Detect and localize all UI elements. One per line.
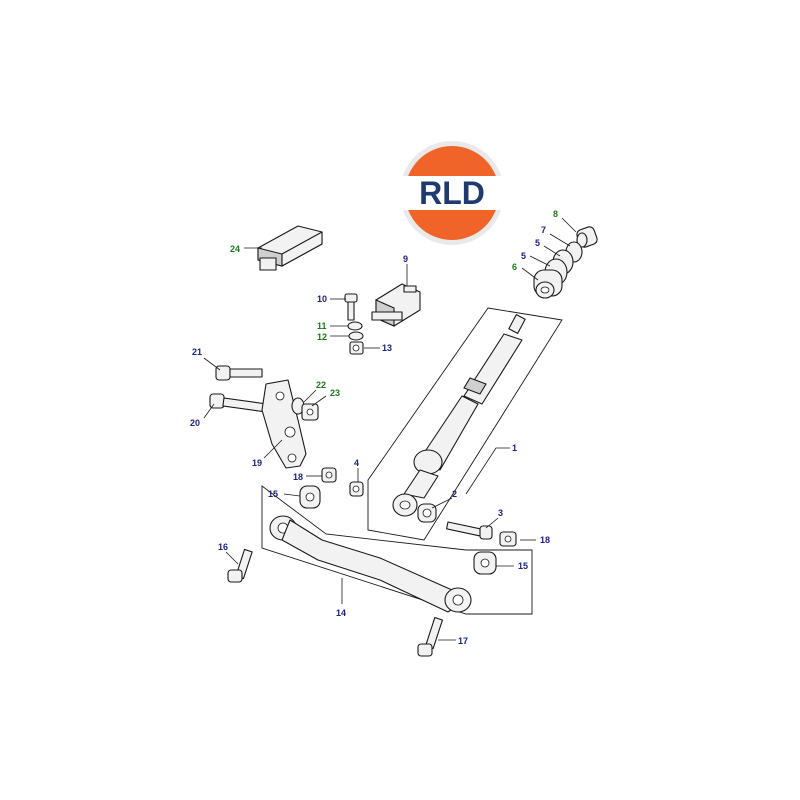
callout-6: 6	[512, 262, 517, 272]
callout-11: 11	[317, 321, 327, 331]
callout-12: 12	[317, 332, 327, 342]
callout-7: 7	[541, 225, 546, 235]
callout-14: 14	[336, 608, 346, 618]
callout-22: 22	[316, 380, 326, 390]
bushing-stack	[533, 226, 598, 299]
callout-15-lower: 15	[518, 561, 528, 571]
part-8-cap	[576, 226, 598, 248]
part-16-bolt	[227, 548, 253, 583]
part-1-radius-arm	[392, 314, 526, 517]
part-23-nut	[301, 403, 319, 421]
logo-text: RLD	[419, 175, 485, 211]
callout-4: 4	[354, 458, 359, 468]
callout-labels: 24 8 7 5 5 6 9 10 11 12 13 21 22 23 20 1…	[190, 209, 558, 646]
callout-5-upper: 5	[535, 238, 540, 248]
part-14-frame	[261, 485, 533, 615]
callout-5-lower: 5	[521, 251, 526, 261]
part-4-nut	[349, 481, 364, 497]
callout-20: 20	[190, 418, 200, 428]
logo-band	[400, 176, 504, 210]
callout-1: 1	[512, 443, 517, 453]
callout-9: 9	[403, 254, 408, 264]
callout-2: 2	[452, 489, 457, 499]
callout-23: 23	[330, 388, 340, 398]
part-1-frame	[367, 307, 563, 541]
part-6-spacer	[533, 269, 563, 299]
part-15-bush-lower	[473, 551, 497, 575]
part-14-lower-arm	[269, 515, 472, 613]
part-18-nut-upper	[321, 467, 337, 483]
part-3-bolt	[445, 521, 493, 540]
callout-21: 21	[192, 347, 202, 357]
callout-8: 8	[553, 209, 558, 219]
part-21-bolt	[215, 365, 263, 381]
callout-3: 3	[498, 508, 503, 518]
part-19-bracket	[261, 379, 307, 469]
callout-17: 17	[458, 636, 468, 646]
callout-18-upper: 18	[293, 472, 303, 482]
callout-10: 10	[317, 294, 327, 304]
callout-15-upper: 15	[268, 489, 278, 499]
part-2-bush	[417, 503, 437, 523]
callout-13: 13	[382, 343, 392, 353]
part-12-washer	[348, 331, 364, 341]
callout-24: 24	[230, 244, 240, 254]
part-13-nut	[349, 341, 364, 355]
callout-16: 16	[218, 542, 228, 552]
callout-18-lower: 18	[540, 535, 550, 545]
part-20-bolt	[209, 393, 271, 413]
part-15-bush-upper	[299, 485, 321, 509]
part-10-bolt	[344, 293, 358, 321]
part-18-nut-lower	[499, 531, 517, 547]
part-17-bolt	[417, 616, 443, 657]
callout-19: 19	[252, 458, 262, 468]
part-24-mount-block	[257, 225, 323, 271]
rld-logo: RLD	[400, 141, 504, 245]
leader-lines	[203, 217, 577, 641]
part-11-washer	[347, 321, 363, 331]
part-9-mount	[371, 283, 421, 327]
